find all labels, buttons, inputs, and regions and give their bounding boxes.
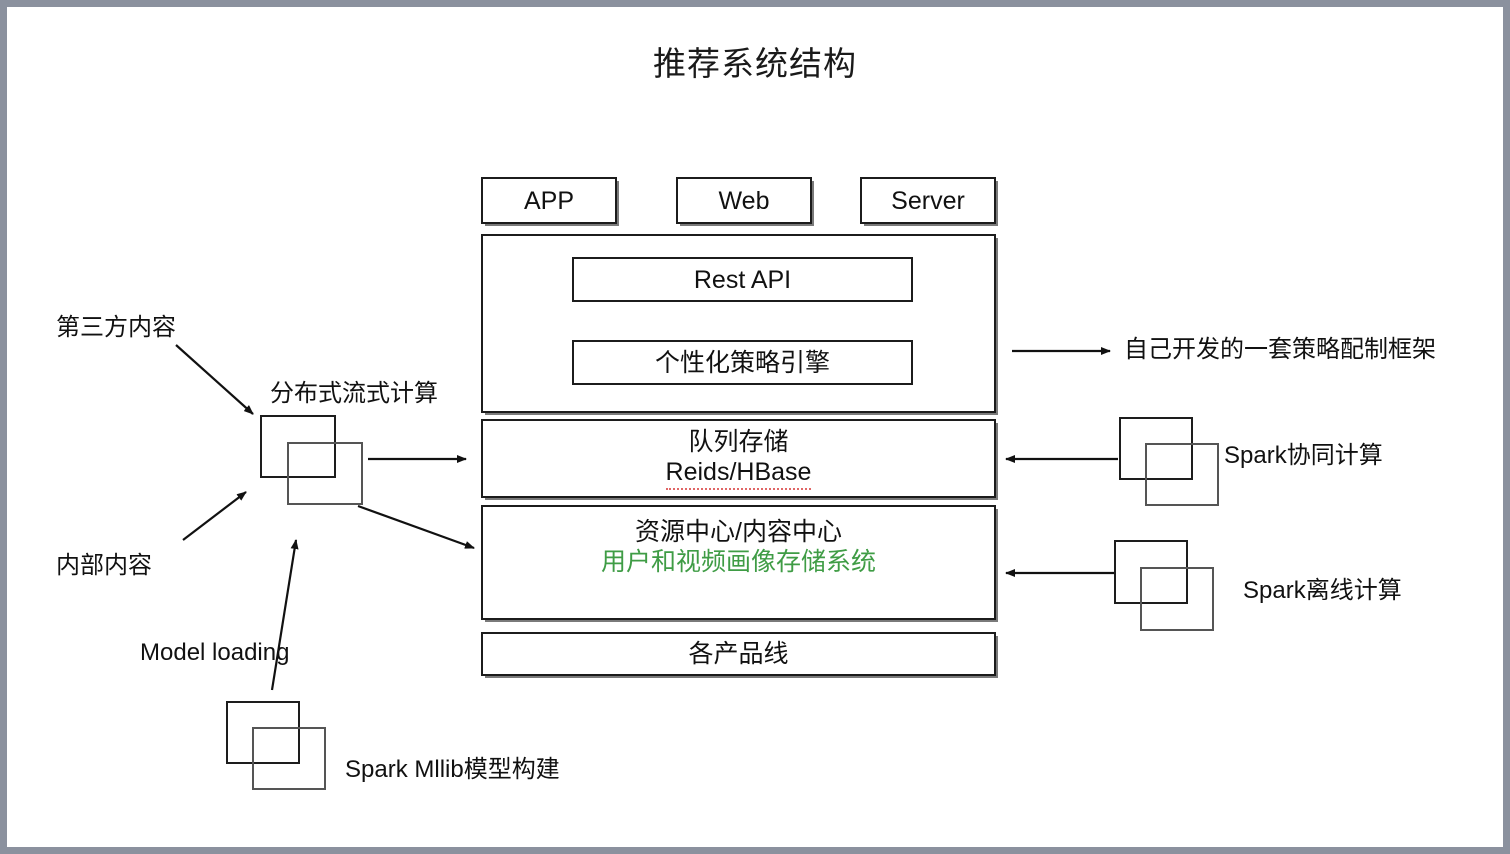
spark-coop-label: Spark协同计算 [1224,442,1383,469]
spark-offline-square-back [1114,540,1188,604]
spark-mllib-square-front [252,727,326,790]
rest-api-label: Rest API [693,265,792,294]
policy-engine-box[interactable]: 个性化策略引擎 [572,340,913,385]
service-layer-container: Rest API 个性化策略引擎 [481,234,996,413]
product-line-box[interactable]: 各产品线 [481,632,996,676]
resource-center-line1: 资源中心/内容中心 [635,518,842,546]
spark-coop-square-back [1119,417,1193,480]
client-box-app[interactable]: APP [481,177,617,224]
stream-compute-square-back [260,415,336,478]
stream-compute-square-front [287,442,363,505]
spark-coop-square-front [1145,443,1219,506]
arrow-model-loading [270,539,299,691]
client-box-web[interactable]: Web [676,177,812,224]
client-box-app-label: APP [523,186,575,215]
internal-content-label: 内部内容 [56,552,152,579]
resource-center-box[interactable]: 资源中心/内容中心 用户和视频画像存储系统 [481,505,996,620]
stream-compute-label: 分布式流式计算 [270,380,438,407]
queue-storage-line1: 队列存储 [688,428,789,456]
client-box-server[interactable]: Server [860,177,996,224]
model-loading-label: Model loading [140,639,290,666]
page-title: 推荐系统结构 [653,45,857,82]
policy-framework-label: 自己开发的一套策略配制框架 [1124,336,1436,363]
arrow-internal-to-stream [182,491,247,541]
client-box-web-label: Web [718,186,770,215]
client-box-server-label: Server [891,186,965,215]
arrow-third-party-to-stream [175,344,254,415]
product-line-label: 各产品线 [688,640,789,668]
arrow-stream-to-resource [357,504,475,550]
queue-storage-box[interactable]: 队列存储 Reids/HBase [481,419,996,498]
queue-storage-line2: Reids/HBase [665,457,812,490]
spark-mllib-label: Spark Mllib模型构建 [345,756,560,783]
spark-offline-label: Spark离线计算 [1243,577,1402,604]
spark-offline-square-front [1140,567,1214,631]
resource-center-line2: 用户和视频画像存储系统 [600,548,876,576]
spark-mllib-square-back [226,701,300,764]
third-party-content-label: 第三方内容 [56,314,176,341]
rest-api-box[interactable]: Rest API [572,257,913,302]
policy-engine-label: 个性化策略引擎 [654,348,830,377]
